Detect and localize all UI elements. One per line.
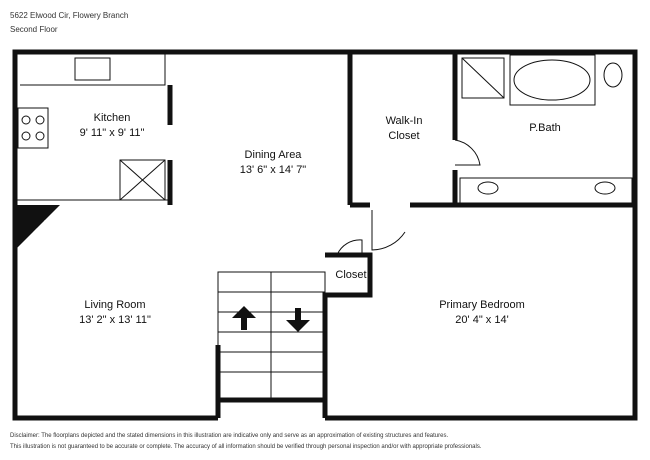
toilet (603, 62, 623, 88)
closet-label: Closet (335, 269, 367, 281)
fireplace (15, 205, 60, 250)
floor-label: Second Floor (10, 25, 58, 34)
bathtub (513, 59, 591, 101)
address: 5622 Elwood Cir, Flowery Branch (10, 11, 129, 20)
sink (74, 57, 111, 81)
bath-label: P.Bath (529, 122, 561, 134)
arrow-up-icon (232, 306, 256, 318)
stove (17, 107, 49, 149)
disclaimer-line-2: This illustration is not guaranteed to b… (10, 444, 482, 450)
stair-arrows (232, 306, 310, 332)
fixtures (15, 52, 633, 401)
door-swing[interactable] (454, 139, 481, 166)
disclaimer-line-1: Disclaimer: The floorplans depicted and … (10, 433, 449, 439)
door-swing[interactable] (336, 239, 363, 256)
arrow-down-icon (286, 320, 310, 332)
door-swing[interactable] (371, 210, 406, 251)
